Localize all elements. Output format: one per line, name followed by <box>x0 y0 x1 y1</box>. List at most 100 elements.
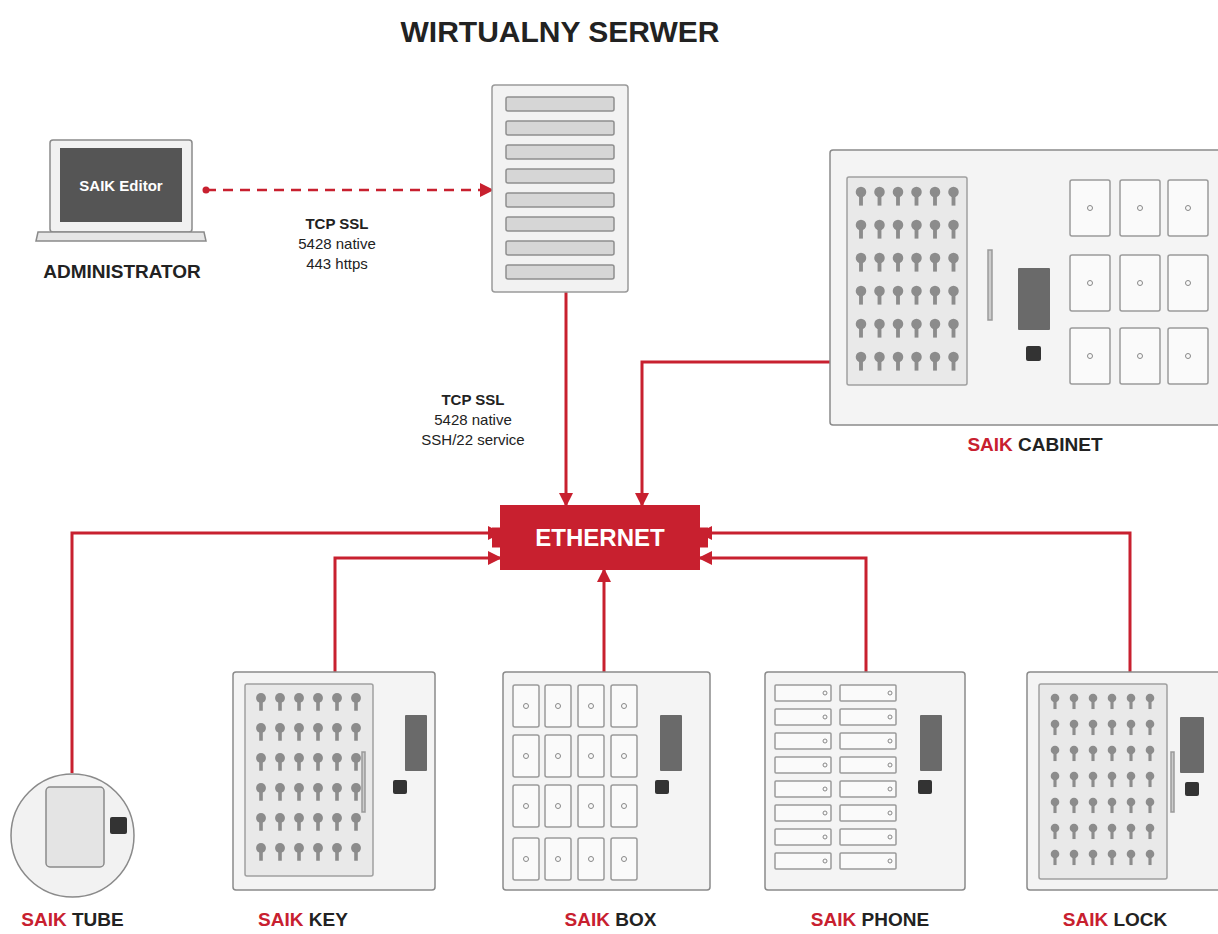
key-icon <box>1091 854 1094 865</box>
key-icon <box>933 258 937 272</box>
lock-dot <box>888 715 892 719</box>
phone-drawer <box>840 829 896 845</box>
key-icon <box>896 258 900 272</box>
key-device-drawing <box>233 672 435 890</box>
port-tab <box>492 528 500 548</box>
device-word: BOX <box>615 909 656 930</box>
key-icon <box>1110 802 1113 813</box>
key-icon <box>259 848 263 861</box>
key-icon <box>259 818 263 831</box>
locker-door <box>545 685 571 727</box>
brand-word: SAIK <box>967 434 1012 455</box>
key-icon <box>259 698 263 711</box>
key-icon <box>896 324 900 338</box>
key-icon <box>1129 854 1132 865</box>
locker-door <box>611 685 637 727</box>
lock-dot <box>1138 281 1143 286</box>
key-icon <box>933 291 937 305</box>
key-icon <box>278 758 282 771</box>
lock-dot <box>823 859 827 863</box>
reader-button <box>1185 782 1199 796</box>
phone-drawer <box>775 685 831 701</box>
key-icon <box>297 818 301 831</box>
lock-dot <box>589 857 594 862</box>
display <box>920 715 942 771</box>
server-case <box>492 85 628 292</box>
key-icon <box>316 698 320 711</box>
locker-door <box>578 685 604 727</box>
key-icon <box>316 758 320 771</box>
lock-dot <box>589 754 594 759</box>
key-icon <box>335 758 339 771</box>
key-icon <box>878 258 882 272</box>
lock-dot <box>888 835 892 839</box>
server-slot <box>506 265 614 279</box>
device-label: SAIK CABINET <box>885 433 1185 456</box>
key-icon <box>1129 724 1132 735</box>
server-box: WIRTUALNY SERWER <box>492 85 628 292</box>
locker-door <box>513 838 539 880</box>
key-icon <box>1053 776 1056 787</box>
key-icon <box>1110 828 1113 839</box>
key-icon <box>1148 750 1151 761</box>
key-panel <box>245 684 373 876</box>
brand-word: SAIK <box>258 909 303 930</box>
door-handle <box>1171 752 1174 812</box>
key-icon <box>859 324 863 338</box>
phone-drawer <box>840 781 896 797</box>
device-label: SAIK BOX <box>513 908 708 931</box>
phone-drawer <box>840 853 896 869</box>
phone-drawer <box>775 709 831 725</box>
phone-drawer <box>775 733 831 749</box>
key-icon <box>259 758 263 771</box>
lock-dot <box>823 691 827 695</box>
key-icon <box>1110 854 1113 865</box>
key-icon <box>952 225 956 239</box>
key-icon <box>1091 776 1094 787</box>
key-icon <box>896 357 900 371</box>
locker-door <box>1120 180 1160 236</box>
connector <box>642 362 830 505</box>
key-icon <box>878 192 882 206</box>
locker-door <box>513 735 539 777</box>
lock-dot <box>556 704 561 709</box>
key-icon <box>1072 750 1075 761</box>
lock-dot <box>888 859 892 863</box>
key-icon <box>1053 750 1056 761</box>
key-icon <box>952 324 956 338</box>
admin-laptop: SAIK EditorADMINISTRATOR <box>38 140 206 242</box>
tube-door <box>46 787 104 867</box>
key-icon <box>1148 698 1151 709</box>
key-icon <box>335 698 339 711</box>
device-word: CABINET <box>1018 434 1102 455</box>
connector <box>603 570 606 672</box>
brand-word: SAIK <box>1063 909 1108 930</box>
phone-drawer <box>840 709 896 725</box>
locker-door <box>1168 255 1208 311</box>
lock-dot <box>1088 281 1093 286</box>
ethernet-switch: ETHERNET <box>500 505 700 570</box>
key-icon <box>1129 776 1132 787</box>
phone-drawer <box>840 805 896 821</box>
key-icon <box>259 788 263 801</box>
key-icon <box>933 225 937 239</box>
key-panel <box>1039 684 1167 879</box>
protocol-name: TCP SSL <box>441 391 504 408</box>
locker-door <box>611 838 637 880</box>
port-line: 5428 native <box>434 411 512 428</box>
switch-label: ETHERNET <box>500 505 700 570</box>
key-icon <box>915 357 919 371</box>
lock-dot <box>888 811 892 815</box>
key-icon <box>335 818 339 831</box>
key-icon <box>1148 802 1151 813</box>
display <box>405 715 427 771</box>
key-icon <box>1110 724 1113 735</box>
protocol-name: TCP SSL <box>305 215 368 232</box>
locker-door <box>545 735 571 777</box>
key-icon <box>1072 854 1075 865</box>
locker-door <box>513 685 539 727</box>
display <box>1180 717 1204 773</box>
key-icon <box>933 324 937 338</box>
key-icon <box>878 291 882 305</box>
